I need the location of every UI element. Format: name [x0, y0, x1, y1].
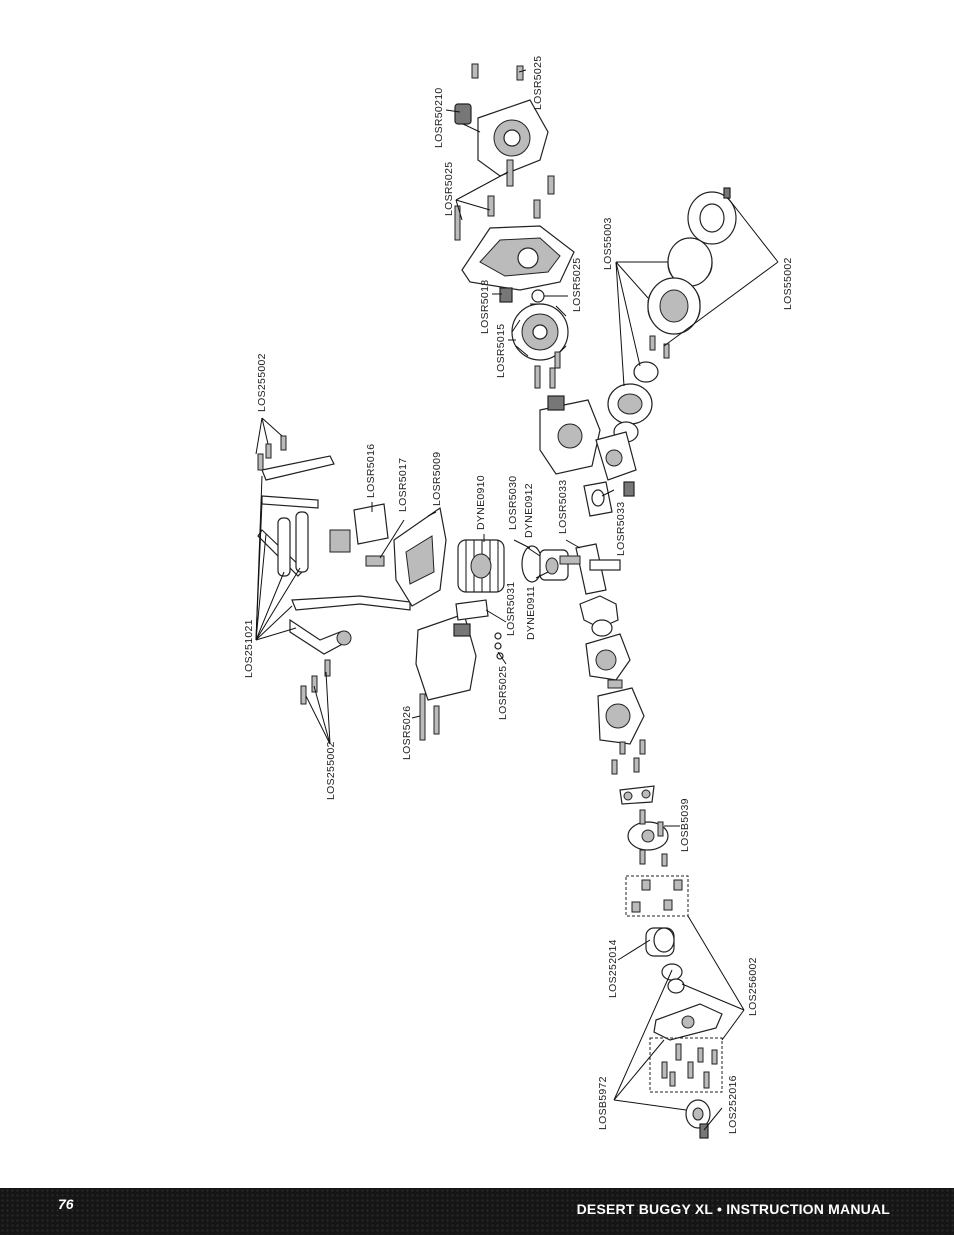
manual-title: DESERT BUGGY XL • INSTRUCTION MANUAL	[576, 1201, 890, 1217]
label-losr5030: LOSR5030	[507, 476, 519, 530]
crankcase-cover-part	[597, 679, 646, 775]
label-losr5018: LOSR5018	[479, 280, 491, 334]
clutch-screws-group-part	[649, 1037, 723, 1093]
label-los55002: LOS55002	[782, 257, 794, 310]
piston-part	[521, 545, 569, 583]
label-losr5015: LOSR5015	[495, 324, 507, 378]
crankshaft-part	[559, 543, 621, 595]
fan-housing-part	[461, 225, 575, 291]
crankcase-upper-part	[539, 395, 601, 475]
muffler-part	[415, 599, 489, 701]
label-losr5025: LOSR5025	[532, 56, 544, 110]
label-los55003: LOS55003	[602, 217, 614, 270]
starter-screws-part	[454, 63, 555, 241]
label-losr5025: LOSR5025	[443, 162, 455, 216]
exploded-engine-diagram: LOSR50210 LOSR5025 LOSR5025 LOSR5025 LOS…	[243, 56, 794, 1139]
air-filter-part	[647, 187, 737, 359]
label-los252014: LOS252014	[607, 939, 619, 998]
muffler-bolts-part	[419, 632, 504, 741]
label-los255002: LOS255002	[325, 741, 337, 800]
pull-starter-part	[454, 99, 549, 177]
clutch-bell-part	[645, 927, 685, 994]
crankcase-gasket-part	[579, 595, 619, 637]
label-losr5033: LOSR5033	[615, 502, 627, 556]
label-losb5039: LOSB5039	[679, 798, 691, 852]
flywheel-part	[499, 287, 569, 361]
label-dyne0912: DYNE0912	[523, 483, 535, 538]
label-losr5033: LOSR5033	[557, 480, 569, 534]
label-losr5009: LOSR5009	[431, 452, 443, 506]
engine-mount-bars-part	[257, 455, 411, 655]
label-losr5031: LOSR5031	[505, 582, 517, 636]
intake-gasket-part	[583, 481, 613, 517]
label-los255002: LOS255002	[256, 353, 268, 412]
label-losb5972: LOSB5972	[597, 1076, 609, 1130]
label-los252016: LOS252016	[727, 1075, 739, 1134]
cylinder-part	[457, 539, 505, 593]
label-losr5017: LOSR5017	[397, 458, 409, 512]
label-los251021: LOS251021	[243, 619, 255, 678]
clutch-mount-part	[619, 785, 655, 805]
page-footer: 76 DESERT BUGGY XL • INSTRUCTION MANUAL	[0, 1188, 954, 1235]
page-number: 76	[58, 1196, 74, 1212]
clutch-housing-part	[653, 1003, 723, 1041]
part-labels: LOSR50210 LOSR5025 LOSR5025 LOSR5025 LOS…	[243, 56, 794, 1134]
label-losr5026: LOSR5026	[401, 706, 413, 760]
cylinder-shroud-part	[393, 506, 447, 607]
label-losr5025: LOSR5025	[497, 666, 509, 720]
air-filter-base-part	[607, 361, 659, 443]
mount-screws-part	[257, 435, 331, 705]
flywheel-bolts-part	[534, 351, 561, 389]
ignition-coil-part	[329, 503, 389, 567]
label-losr5016: LOSR5016	[365, 444, 377, 498]
carburetor-part	[595, 431, 637, 497]
clutch-shoe-part	[627, 809, 669, 867]
label-losr5025: LOSR5025	[571, 258, 583, 312]
label-los256002: LOS256002	[747, 957, 759, 1016]
label-dyne0911: DYNE0911	[525, 586, 537, 640]
crankcase-lower-part	[585, 633, 631, 681]
pinion-gear-part	[685, 1099, 711, 1139]
leader-lines	[255, 69, 779, 1131]
label-dyne0910: DYNE0910	[475, 475, 487, 530]
label-losr50210: LOSR50210	[433, 88, 445, 149]
clutch-nuts-group-part	[625, 875, 689, 917]
